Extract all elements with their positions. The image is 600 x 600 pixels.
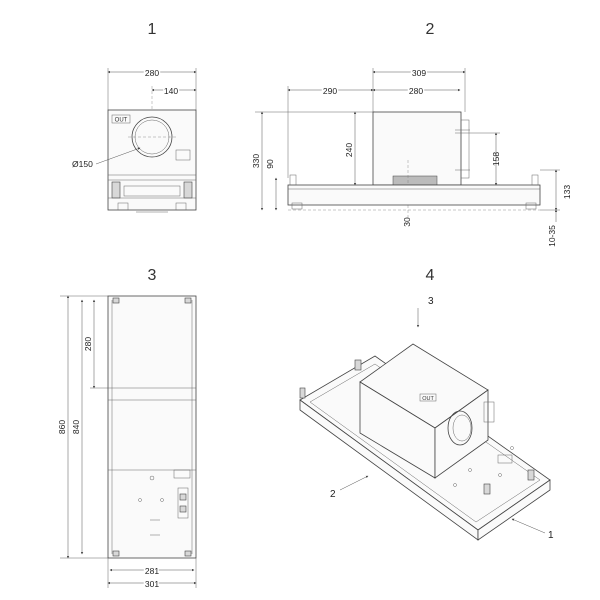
iso-motor-right	[434, 389, 489, 479]
view-4-label: 4	[426, 267, 435, 284]
connector-block	[392, 175, 438, 186]
dim-280: 280	[83, 337, 93, 351]
dim-158: 158	[491, 152, 501, 166]
motor-box	[372, 111, 462, 186]
out-badge: OUT	[115, 118, 128, 124]
dim-90: 90	[265, 159, 275, 169]
callout-3: 3	[428, 296, 434, 307]
view-1: 1 280 140 OUT Ø150	[72, 21, 197, 213]
dim-301: 301	[145, 579, 159, 589]
dim-840: 840	[71, 420, 81, 434]
dim-309: 309	[412, 68, 426, 78]
view-3-label: 3	[148, 267, 157, 284]
duct-collar	[131, 116, 173, 158]
view-4: 4 3 OUT 2 1	[299, 267, 554, 541]
dim-281: 281	[145, 566, 159, 576]
hood-top-body	[107, 295, 197, 559]
view-3: 3 860 840 280 281	[57, 267, 197, 591]
dim-30: 30	[402, 217, 412, 227]
iso-out-badge: OUT	[422, 396, 434, 402]
hood-frame	[287, 184, 541, 206]
iso-duct-collar	[447, 410, 473, 446]
callout-1: 1	[548, 530, 554, 541]
dim-width-280: 280	[145, 68, 159, 78]
dim-330: 330	[251, 154, 261, 168]
dim-860: 860	[57, 420, 67, 434]
dim-133: 133	[562, 185, 572, 199]
dim-diameter-150: Ø150	[72, 159, 93, 169]
dim-280: 280	[409, 86, 423, 96]
dim-offset-140: 140	[164, 86, 178, 96]
dim-290: 290	[323, 86, 337, 96]
callout-2: 2	[330, 489, 336, 500]
view-1-label: 1	[148, 21, 157, 38]
view-2-label: 2	[426, 21, 435, 38]
view-2: 2 309 290 280 330 90 240 158	[251, 21, 572, 247]
dim-10-35: 10-35	[547, 225, 557, 247]
dim-240: 240	[344, 143, 354, 157]
